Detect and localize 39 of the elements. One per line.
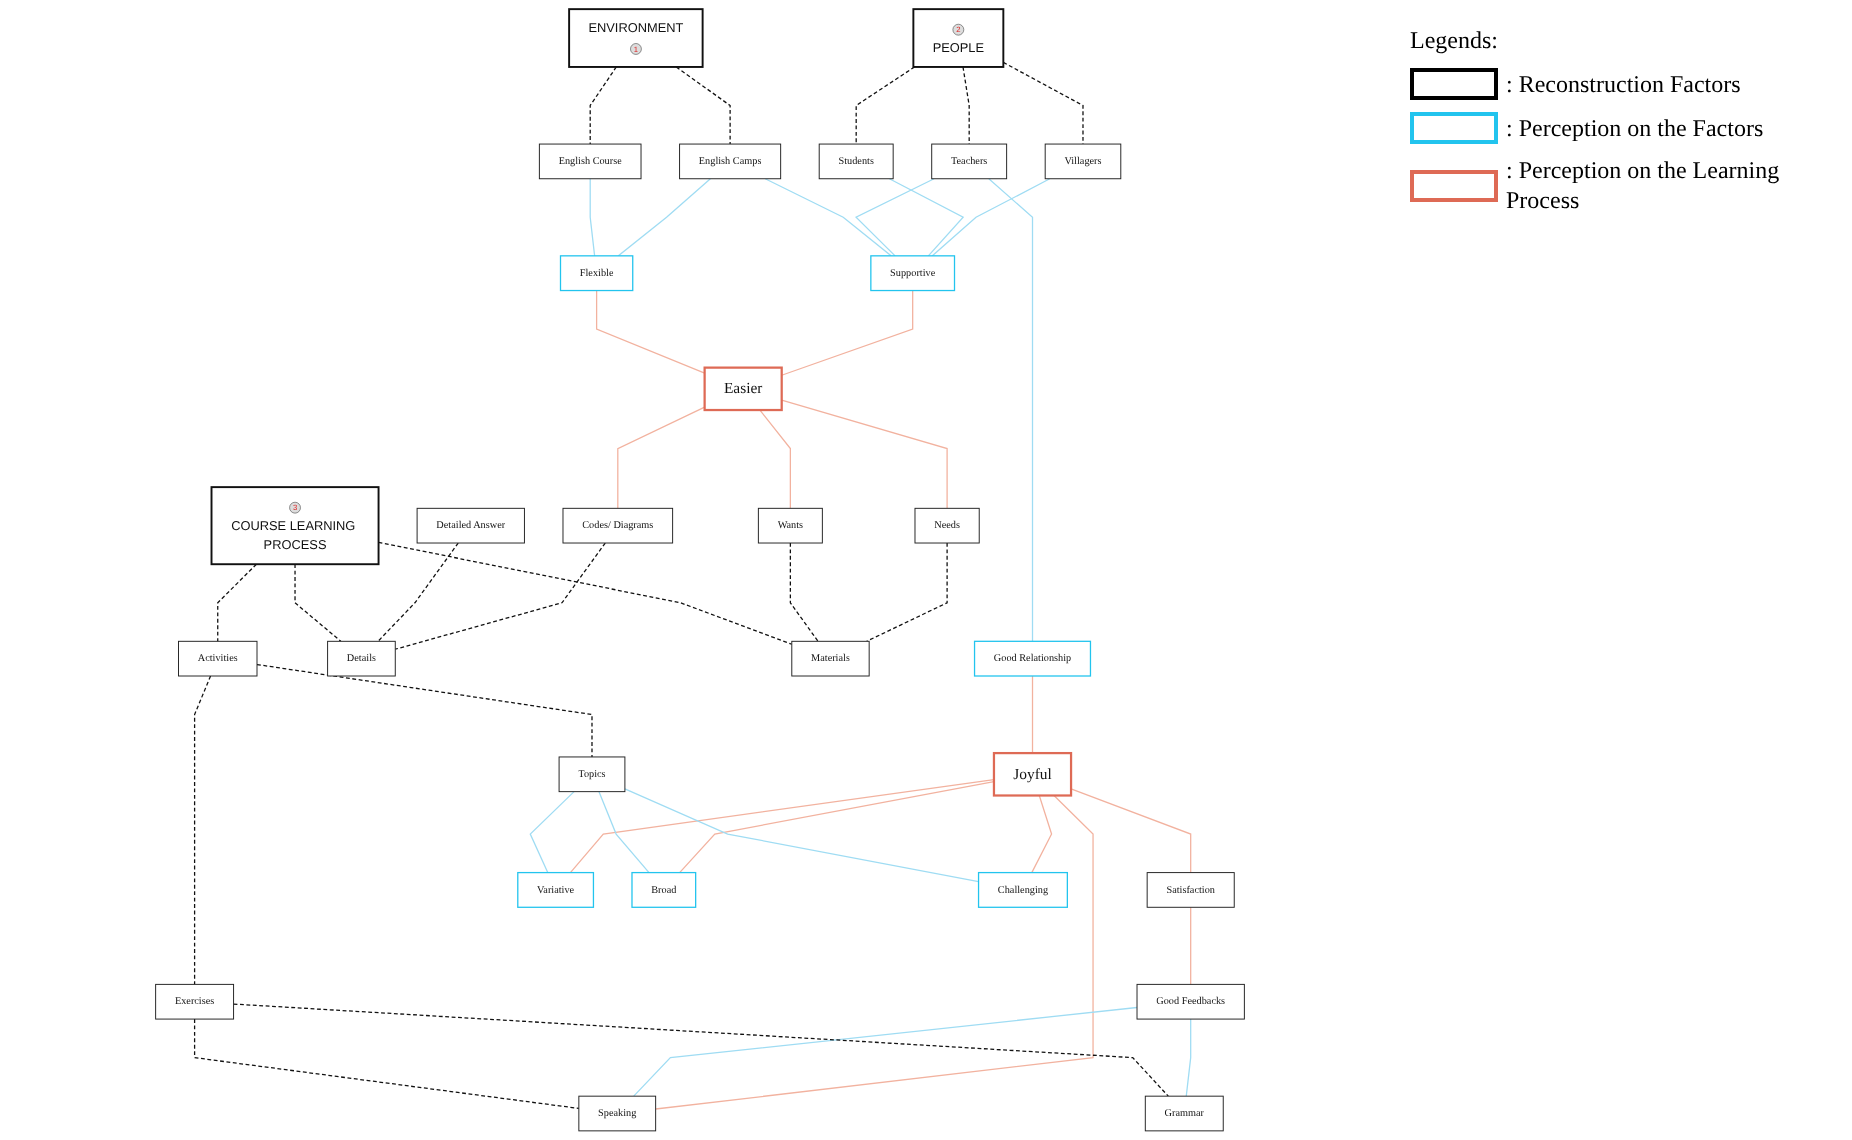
connector bbox=[1185, 1018, 1192, 1097]
connector bbox=[569, 779, 995, 874]
connector bbox=[617, 406, 706, 509]
legend-text: : Perception on the Factors bbox=[1506, 113, 1764, 143]
connector bbox=[855, 66, 916, 145]
connector bbox=[1002, 61, 1084, 145]
legend-text: : Perception on the Learning Process bbox=[1506, 156, 1782, 216]
connector bbox=[1031, 675, 1034, 754]
connector bbox=[193, 675, 212, 985]
connector bbox=[675, 66, 731, 145]
connector bbox=[781, 399, 948, 509]
connector bbox=[377, 541, 793, 645]
connector bbox=[988, 178, 1034, 642]
connector bbox=[655, 794, 1094, 1110]
legend-text: : Reconstruction Factors bbox=[1506, 69, 1741, 99]
connector bbox=[217, 563, 258, 642]
connector bbox=[598, 791, 650, 874]
connector bbox=[633, 1006, 1138, 1097]
connector bbox=[866, 542, 948, 642]
legend-title: Legends: bbox=[1410, 26, 1500, 56]
connector bbox=[624, 788, 980, 883]
connector bbox=[232, 1003, 1169, 1097]
connector bbox=[394, 542, 606, 650]
connector bbox=[1070, 788, 1192, 874]
connector bbox=[931, 178, 1051, 257]
connector bbox=[789, 542, 819, 642]
connector bbox=[589, 66, 617, 145]
connector bbox=[679, 780, 995, 874]
connector bbox=[193, 1018, 580, 1110]
connector bbox=[617, 178, 712, 257]
connector bbox=[764, 178, 892, 257]
connector bbox=[596, 289, 706, 374]
connector bbox=[294, 563, 342, 642]
connector bbox=[589, 178, 596, 257]
connector bbox=[1190, 906, 1192, 985]
connector bbox=[1031, 794, 1053, 874]
connector bbox=[759, 409, 791, 509]
connector bbox=[781, 289, 914, 376]
connector bbox=[377, 542, 459, 642]
